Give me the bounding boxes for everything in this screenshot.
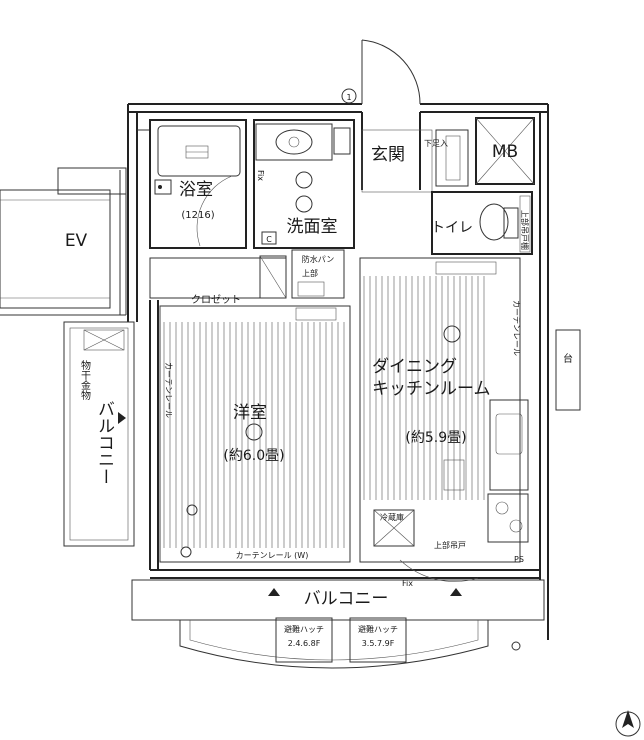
fix-top-label: Fix: [256, 170, 265, 181]
western-label: 洋室: [233, 403, 267, 423]
waterproof-pan-label: 防水パン: [302, 254, 334, 264]
curtain-western-left: カーテンレール: [164, 362, 173, 418]
grid-marker: 1: [341, 88, 357, 104]
outer-walls: [127, 103, 549, 640]
meter-box: [475, 117, 535, 185]
bottom-balcony: [131, 579, 545, 669]
ldk-room: [359, 257, 529, 582]
storage-label: 物干金物: [79, 359, 91, 401]
hatch-left-label: 避難ハッチ: [284, 624, 324, 634]
north-arrow-icon: [615, 710, 641, 737]
c-mark: C: [266, 235, 272, 244]
ldk-label-line2: キッチンルーム: [372, 379, 491, 399]
western-room: [159, 305, 351, 563]
bath-label: 浴室: [179, 180, 213, 200]
bath-size: (1216): [181, 210, 214, 221]
ldk-label-line1: ダイニング: [372, 357, 457, 377]
western-size: (約6.0畳): [223, 448, 284, 464]
closet: [149, 255, 287, 299]
ps-mark: PS: [514, 555, 524, 564]
bathroom: [149, 119, 247, 249]
mb-label: MB: [492, 142, 518, 162]
upper-bar-label: 上部吊戸: [434, 540, 466, 550]
right-stand: [555, 329, 581, 411]
curtain-ldk-right: カーテンレール: [512, 300, 521, 356]
left-balcony: [63, 321, 135, 547]
curtain-bottom: カーテンレール (W): [236, 551, 309, 560]
left-balcony-label: バルコニー: [94, 400, 114, 485]
entrance-door: [361, 39, 421, 190]
hatch-left-floors: 2.4.6.8F: [288, 639, 321, 648]
toilet-room: [431, 191, 533, 255]
closet-label: クロゼット: [191, 294, 241, 306]
entrance: [361, 129, 469, 193]
hatch-right-floors: 3.5.7.9F: [362, 639, 395, 648]
hatch-right-label: 避難ハッチ: [358, 624, 398, 634]
ev-shaft: [0, 167, 127, 316]
fridge-label: 冷蔵庫: [380, 512, 404, 522]
upper-shelf-label: 上部: [302, 268, 318, 278]
ev-label: EV: [65, 231, 88, 251]
stand-label: 台: [563, 352, 573, 365]
bottom-balcony-label: バルコニー: [304, 589, 389, 609]
washroom-label: 洗面室: [287, 217, 338, 237]
laundry-pan: [291, 249, 345, 299]
fix-bottom-label: Fix: [402, 579, 413, 588]
toilet-label: トイレ: [431, 220, 473, 236]
washroom: C: [253, 119, 355, 249]
shoe-cabinet-label: 下足入: [424, 139, 448, 148]
upper-cabinet-label: 上部吊戸棚: [520, 210, 530, 250]
entrance-label: 玄関: [371, 145, 405, 165]
grid-marker-label: 1: [346, 93, 351, 102]
ldk-size: (約5.9畳): [405, 430, 466, 446]
